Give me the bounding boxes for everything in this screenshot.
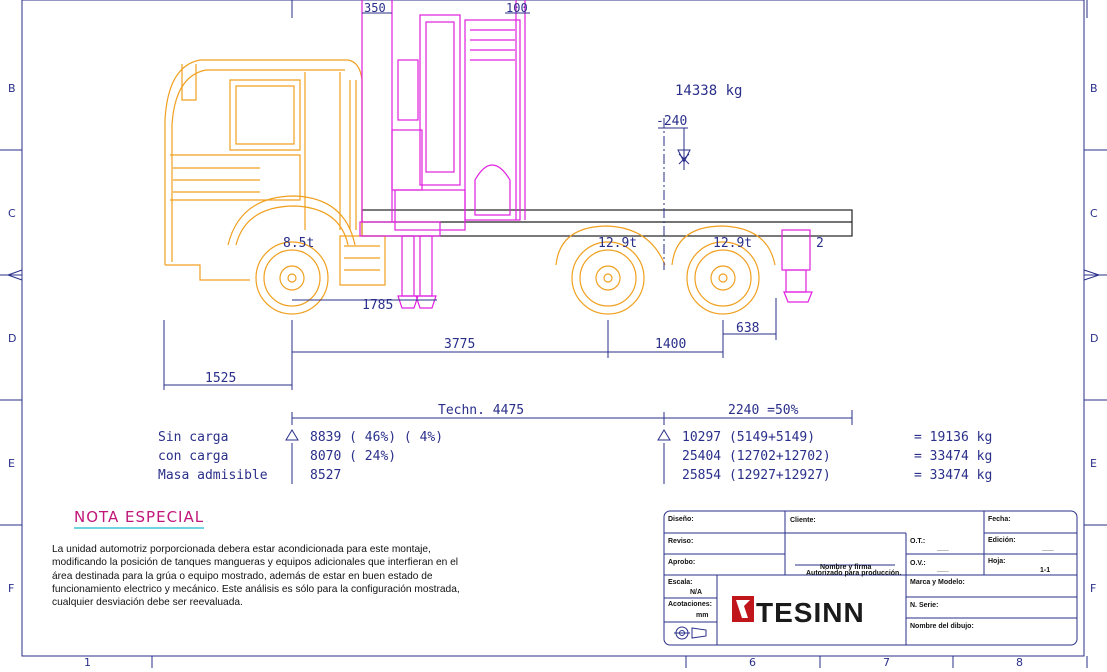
dim-100: 100 [506, 1, 528, 15]
load-row1-label: Sin carga [158, 430, 228, 445]
tb-edicion-value: ___ [1041, 545, 1054, 552]
row-letter-b: B [8, 82, 16, 95]
tb-diseno: Diseño: [668, 516, 694, 523]
row-letter-c: C [8, 207, 16, 220]
load-marker: 14338 kg -240 [656, 83, 742, 270]
tb-ov-value: ___ [936, 566, 949, 573]
load-row3-rear: 25854 (12927+12927) [682, 468, 831, 483]
truck-cab [164, 59, 386, 315]
note-title: NOTA ESPECIAL [74, 508, 205, 529]
axle-rear1-load: 12.9t [598, 236, 637, 251]
tb-ov: O.V.: [910, 560, 926, 567]
projection-symbol-icon [674, 626, 707, 640]
logo-text: TESINN [756, 597, 865, 628]
tb-firma-line1: Nombre y firma [820, 564, 871, 571]
dim-overhang: 2240 =50% [728, 403, 799, 418]
tb-escala: Escala: [668, 579, 693, 586]
note-body: La unidad automotriz porporcionada deber… [52, 544, 460, 609]
row-letter-b-right: B [1090, 82, 1098, 95]
tb-aprobo: Aprobo: [668, 559, 695, 566]
tb-ot: O.T.: [910, 538, 925, 545]
tb-acotaciones-value: mm [696, 612, 708, 619]
tb-fecha: Fecha: [988, 516, 1011, 523]
tb-hoja: Hoja: [988, 558, 1006, 565]
crane-weight: 14338 kg [675, 83, 742, 99]
load-row2-label: con carga [158, 449, 228, 464]
col-number-7: 7 [883, 656, 890, 669]
title-block: Diseño: Reviso: Aprobo: Cliente: Nombre … [663, 510, 1078, 646]
top-dimensions: 350 100 [362, 1, 530, 15]
tb-marca: Marca y Modelo: [910, 579, 965, 586]
load-table: Sin carga con carga Masa admisible 8839 … [158, 429, 992, 484]
row-letter-f: F [8, 582, 14, 595]
tb-edicion: Edición: [988, 537, 1016, 544]
row-letters-right: B C D E F [1090, 82, 1098, 595]
load-row2-rear: 25404 (12702+12702) [682, 449, 831, 464]
load-row1-total: = 19136 kg [914, 430, 992, 445]
row-letters-left: B C D E F [8, 82, 16, 595]
chassis-bed [361, 209, 853, 237]
tb-serie: N. Serie: [910, 602, 938, 609]
dimension-lines: 1785 638 3775 1400 1525 Techn. 4475 2240… [163, 298, 853, 425]
load-row3-front: 8527 [310, 468, 341, 483]
load-row3-label: Masa admisible [158, 468, 268, 483]
row-letter-d: D [8, 332, 16, 345]
tb-escala-value: N/A [690, 589, 702, 596]
dim-1525: 1525 [205, 371, 236, 386]
col-number-1: 1 [84, 656, 91, 669]
axle-loads: 8.5t 12.9t 12.9t 2 [283, 236, 824, 251]
row-letter-e: E [8, 457, 15, 470]
tb-nombre-dibujo: Nombre del dibujo: [910, 623, 974, 630]
load-row3-total: = 33474 kg [914, 468, 992, 483]
load-row2-total: = 33474 kg [914, 449, 992, 464]
row-letter-d-right: D [1090, 332, 1098, 345]
axle-rear2-load: 12.9t [713, 236, 752, 251]
tb-ot-value: ___ [936, 545, 949, 552]
col-number-8: 8 [1016, 656, 1023, 669]
row-letter-f-right: F [1090, 582, 1096, 595]
crane-column [359, 0, 813, 309]
dim-techn-4475: Techn. 4475 [438, 403, 524, 418]
tb-acotaciones: Acotaciones: [668, 601, 712, 608]
tb-hoja-value: 1-1 [1040, 567, 1050, 574]
load-row1-front: 8839 ( 46%) ( 4%) [310, 430, 443, 445]
tesinn-logo: TESINN [732, 596, 865, 628]
dim-350: 350 [364, 1, 386, 15]
tb-cliente: Cliente: [790, 517, 816, 524]
col-numbers: 1 6 7 8 [84, 656, 1023, 669]
row-letter-c-right: C [1090, 207, 1098, 220]
dim-638: 638 [736, 321, 759, 336]
dim-offset-240: -240 [656, 114, 687, 129]
dim-3775: 3775 [444, 337, 475, 352]
rear-wheels [555, 225, 776, 315]
outrigger-label: 2 [816, 236, 824, 251]
load-row2-front: 8070 ( 24%) [310, 449, 396, 464]
load-row1-rear: 10297 (5149+5149) [682, 430, 815, 445]
dim-1400: 1400 [655, 337, 686, 352]
tb-firma-line2: Autorizado para producción. [806, 570, 901, 577]
row-letter-e-right: E [1090, 457, 1097, 470]
dim-1785: 1785 [362, 298, 393, 313]
axle-front-load: 8.5t [283, 236, 314, 251]
col-number-6: 6 [749, 656, 756, 669]
tb-reviso: Reviso: [668, 538, 693, 545]
